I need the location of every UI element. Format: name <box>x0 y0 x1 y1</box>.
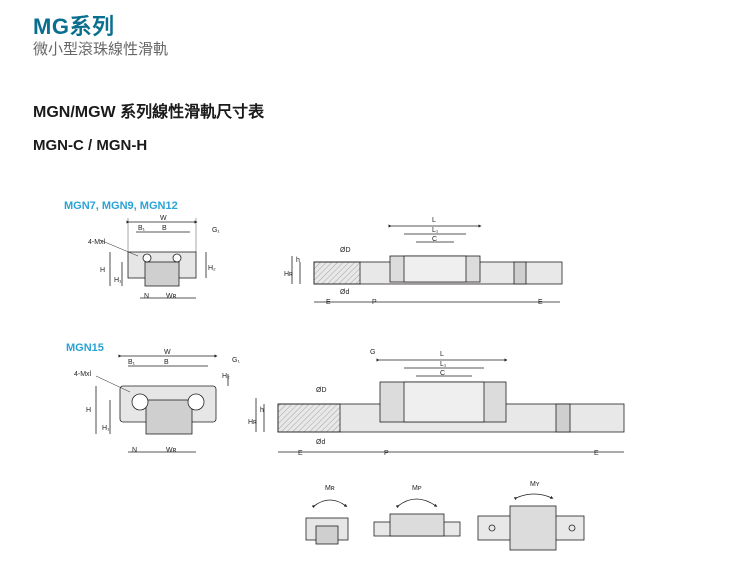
d1-e-right-label: E <box>538 299 543 306</box>
d2-l-label: L <box>440 351 444 358</box>
d1-b-label: B <box>162 225 167 232</box>
d1-phid-big-label: ØD <box>340 247 351 254</box>
moment-mr-diagram <box>305 499 349 545</box>
page-title: MG系列 <box>33 14 115 39</box>
d2-h2-label: H₂ <box>222 373 230 380</box>
diagram1-caption: MGN7, MGN9, MGN12 <box>64 200 178 212</box>
d2-phid-small-label: Ød <box>316 439 325 446</box>
d2-hr-label: Hʀ <box>248 419 257 426</box>
page-subtitle: 微小型滾珠線性滑軌 <box>33 41 169 58</box>
d1-h2-label: H₂ <box>208 265 216 272</box>
d2-p-label: P <box>384 450 389 457</box>
moment-mr-label: Mʀ <box>325 485 335 492</box>
diagram1-side-view <box>291 224 563 303</box>
section-title: MGN/MGW 系列線性滑軌尺寸表 <box>33 104 265 121</box>
d1-h-side-label: h <box>296 257 300 264</box>
d1-phid-small-label: Ød <box>340 289 349 296</box>
d2-e-right-label: E <box>594 450 599 457</box>
d2-h1-label: H₁ <box>102 425 110 432</box>
d2-w-label: W <box>164 349 171 356</box>
model-title: MGN-C / MGN-H <box>33 137 148 154</box>
moment-mp-label: Mᴘ <box>412 485 422 492</box>
diagram2-side-view <box>255 358 625 453</box>
diagram2-caption: MGN15 <box>66 342 104 354</box>
d1-wr-label: Wʀ <box>166 293 177 300</box>
d1-p-label: P <box>372 299 377 306</box>
d1-h1-label: H₁ <box>114 277 122 284</box>
d2-phid-big-label: ØD <box>316 387 327 394</box>
d1-w-label: W <box>160 215 167 222</box>
d2-c-label: C <box>440 370 445 377</box>
d1-b1-label: B₁ <box>138 225 146 232</box>
d2-mxl-label: 4-Mxl <box>74 371 92 378</box>
d1-l1-label: L₁ <box>432 227 439 234</box>
moment-my-diagram <box>477 493 585 551</box>
d2-l1-label: L₁ <box>440 361 447 368</box>
d2-h-side-label: h <box>260 407 264 414</box>
d2-wr-label: Wʀ <box>166 447 177 454</box>
d2-n-label: N <box>132 447 137 454</box>
d1-n-label: N <box>144 293 149 300</box>
moment-mp-diagram <box>373 498 461 537</box>
d1-hr-label: Hʀ <box>284 271 293 278</box>
d2-b1-label: B₁ <box>128 359 136 366</box>
diagram1-front-view <box>99 218 207 299</box>
diagram2-front-view <box>95 354 229 453</box>
d1-h-label: H <box>100 267 105 274</box>
d2-h-label: H <box>86 407 91 414</box>
d2-b-label: B <box>164 359 169 366</box>
d1-e-left-label: E <box>326 299 331 306</box>
d1-c-label: C <box>432 236 437 243</box>
d1-l-label: L <box>432 217 436 224</box>
moment-my-label: Mʏ <box>530 481 540 488</box>
d2-g-label: G <box>370 349 375 356</box>
d2-e-left-label: E <box>298 450 303 457</box>
d2-g1-label: G₁ <box>232 357 240 364</box>
d1-g1-label: G₁ <box>212 227 220 234</box>
d1-mxl-label: 4-Mxl <box>88 239 106 246</box>
